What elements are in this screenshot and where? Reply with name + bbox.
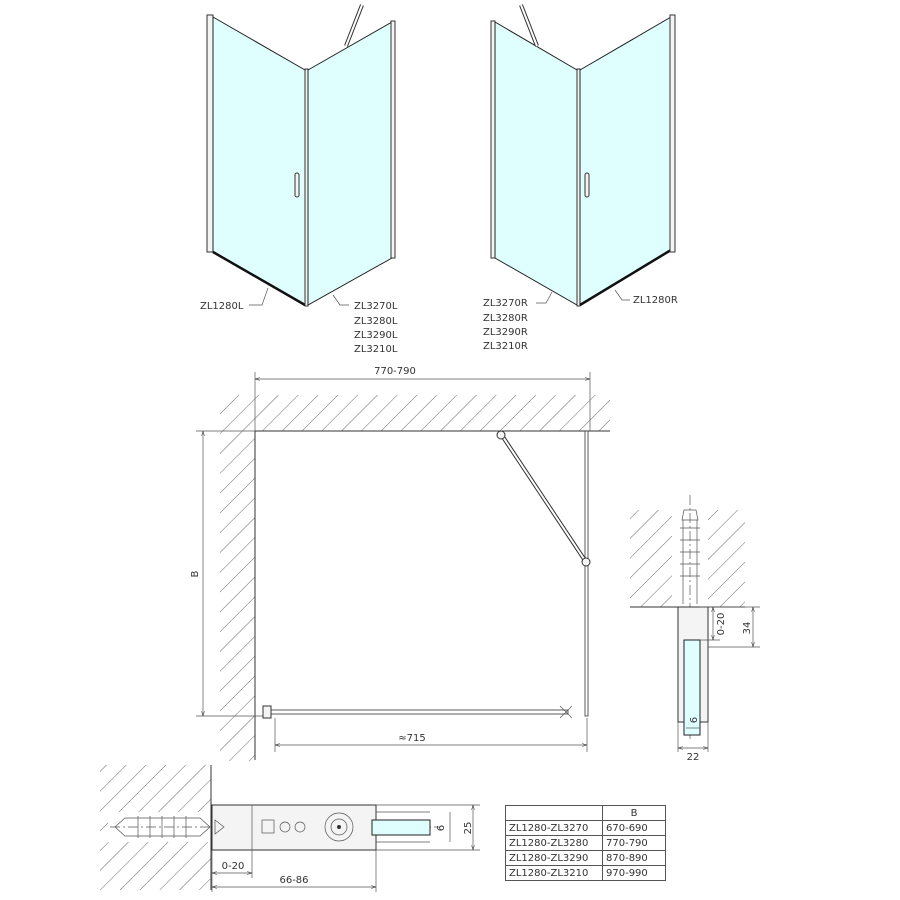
door-glass: [212, 16, 306, 306]
range-cell: 870-890: [602, 850, 666, 866]
table-row: ZL1280-ZL3210 970-990: [505, 865, 666, 881]
dim-bottom-length: 66-86: [279, 875, 308, 886]
size-table: B ZL1280-ZL3270 670-690 ZL1280-ZL3280 77…: [505, 805, 666, 881]
wall-profile-section: [211, 804, 377, 851]
plan-view: [196, 372, 615, 761]
glass-section: [371, 819, 431, 836]
dim-side-adjust: 0-20: [716, 613, 727, 636]
side-glass: [494, 21, 578, 306]
label-panel-left: ZL3280L: [354, 316, 398, 327]
dim-door: ≈715: [398, 733, 425, 744]
table-header: B: [505, 805, 666, 821]
door-handle: [294, 172, 300, 198]
model-cell: ZL1280-ZL3270: [505, 820, 603, 836]
label-panel-right: ZL3210R: [483, 341, 528, 352]
range-cell: 670-690: [602, 820, 666, 836]
label-panel-left: ZL3210L: [354, 344, 398, 355]
door-glass: [579, 16, 672, 306]
dim-width: 770-790: [374, 366, 416, 377]
wall-hatch-top: [220, 395, 610, 431]
model-cell: ZL1280-ZL3280: [505, 835, 603, 851]
label-panel-left: ZL3290L: [354, 330, 398, 341]
dim-side-glass: 6: [689, 717, 700, 723]
wall-anchor: [680, 509, 700, 604]
door-handle: [584, 172, 590, 198]
label-panel-left: ZL3270L: [354, 301, 398, 312]
iso-view-right: [490, 4, 676, 307]
wall-profile: [669, 14, 676, 253]
door-seal: [579, 248, 672, 307]
wall-profile: [390, 20, 396, 259]
label-door-right: ZL1280R: [633, 295, 678, 306]
side-panel-plan: [584, 430, 589, 717]
range-cell: 770-790: [602, 835, 666, 851]
range-cell: 970-990: [602, 865, 666, 881]
door-plan: [267, 709, 569, 715]
wall-profile: [490, 20, 496, 259]
label-panel-right: ZL3280R: [483, 313, 528, 324]
wall-hatch-left: [220, 431, 255, 761]
dim-side-depth: 34: [742, 622, 753, 635]
table-row: ZL1280-ZL3290 870-890: [505, 850, 666, 866]
bottom-detail: [100, 765, 480, 892]
model-cell: ZL1280-ZL3210: [505, 865, 603, 881]
header-cell: B: [602, 805, 666, 821]
dim-depth: B: [190, 570, 201, 577]
wall-profile: [206, 14, 214, 253]
wall-anchor: [114, 816, 211, 838]
table-row: ZL1280-ZL3280 770-790: [505, 835, 666, 851]
dim-bottom-adjust: 0-20: [222, 861, 245, 872]
side-glass: [307, 21, 393, 306]
label-panel-right: ZL3290R: [483, 327, 528, 338]
side-detail: [630, 495, 760, 752]
label-door-left: ZL1280L: [200, 301, 244, 312]
table-row: ZL1280-ZL3270 670-690: [505, 820, 666, 836]
glass-section: [683, 639, 701, 736]
label-panel-right: ZL3270R: [483, 298, 528, 309]
header-cell: [505, 805, 603, 821]
dim-bottom-height: 25: [463, 822, 474, 835]
door-seal: [212, 250, 306, 307]
iso-view-left: [206, 4, 396, 307]
model-cell: ZL1280-ZL3290: [505, 850, 603, 866]
dim-bottom-glass: 6: [436, 825, 447, 831]
dim-side-width: 22: [687, 752, 700, 763]
